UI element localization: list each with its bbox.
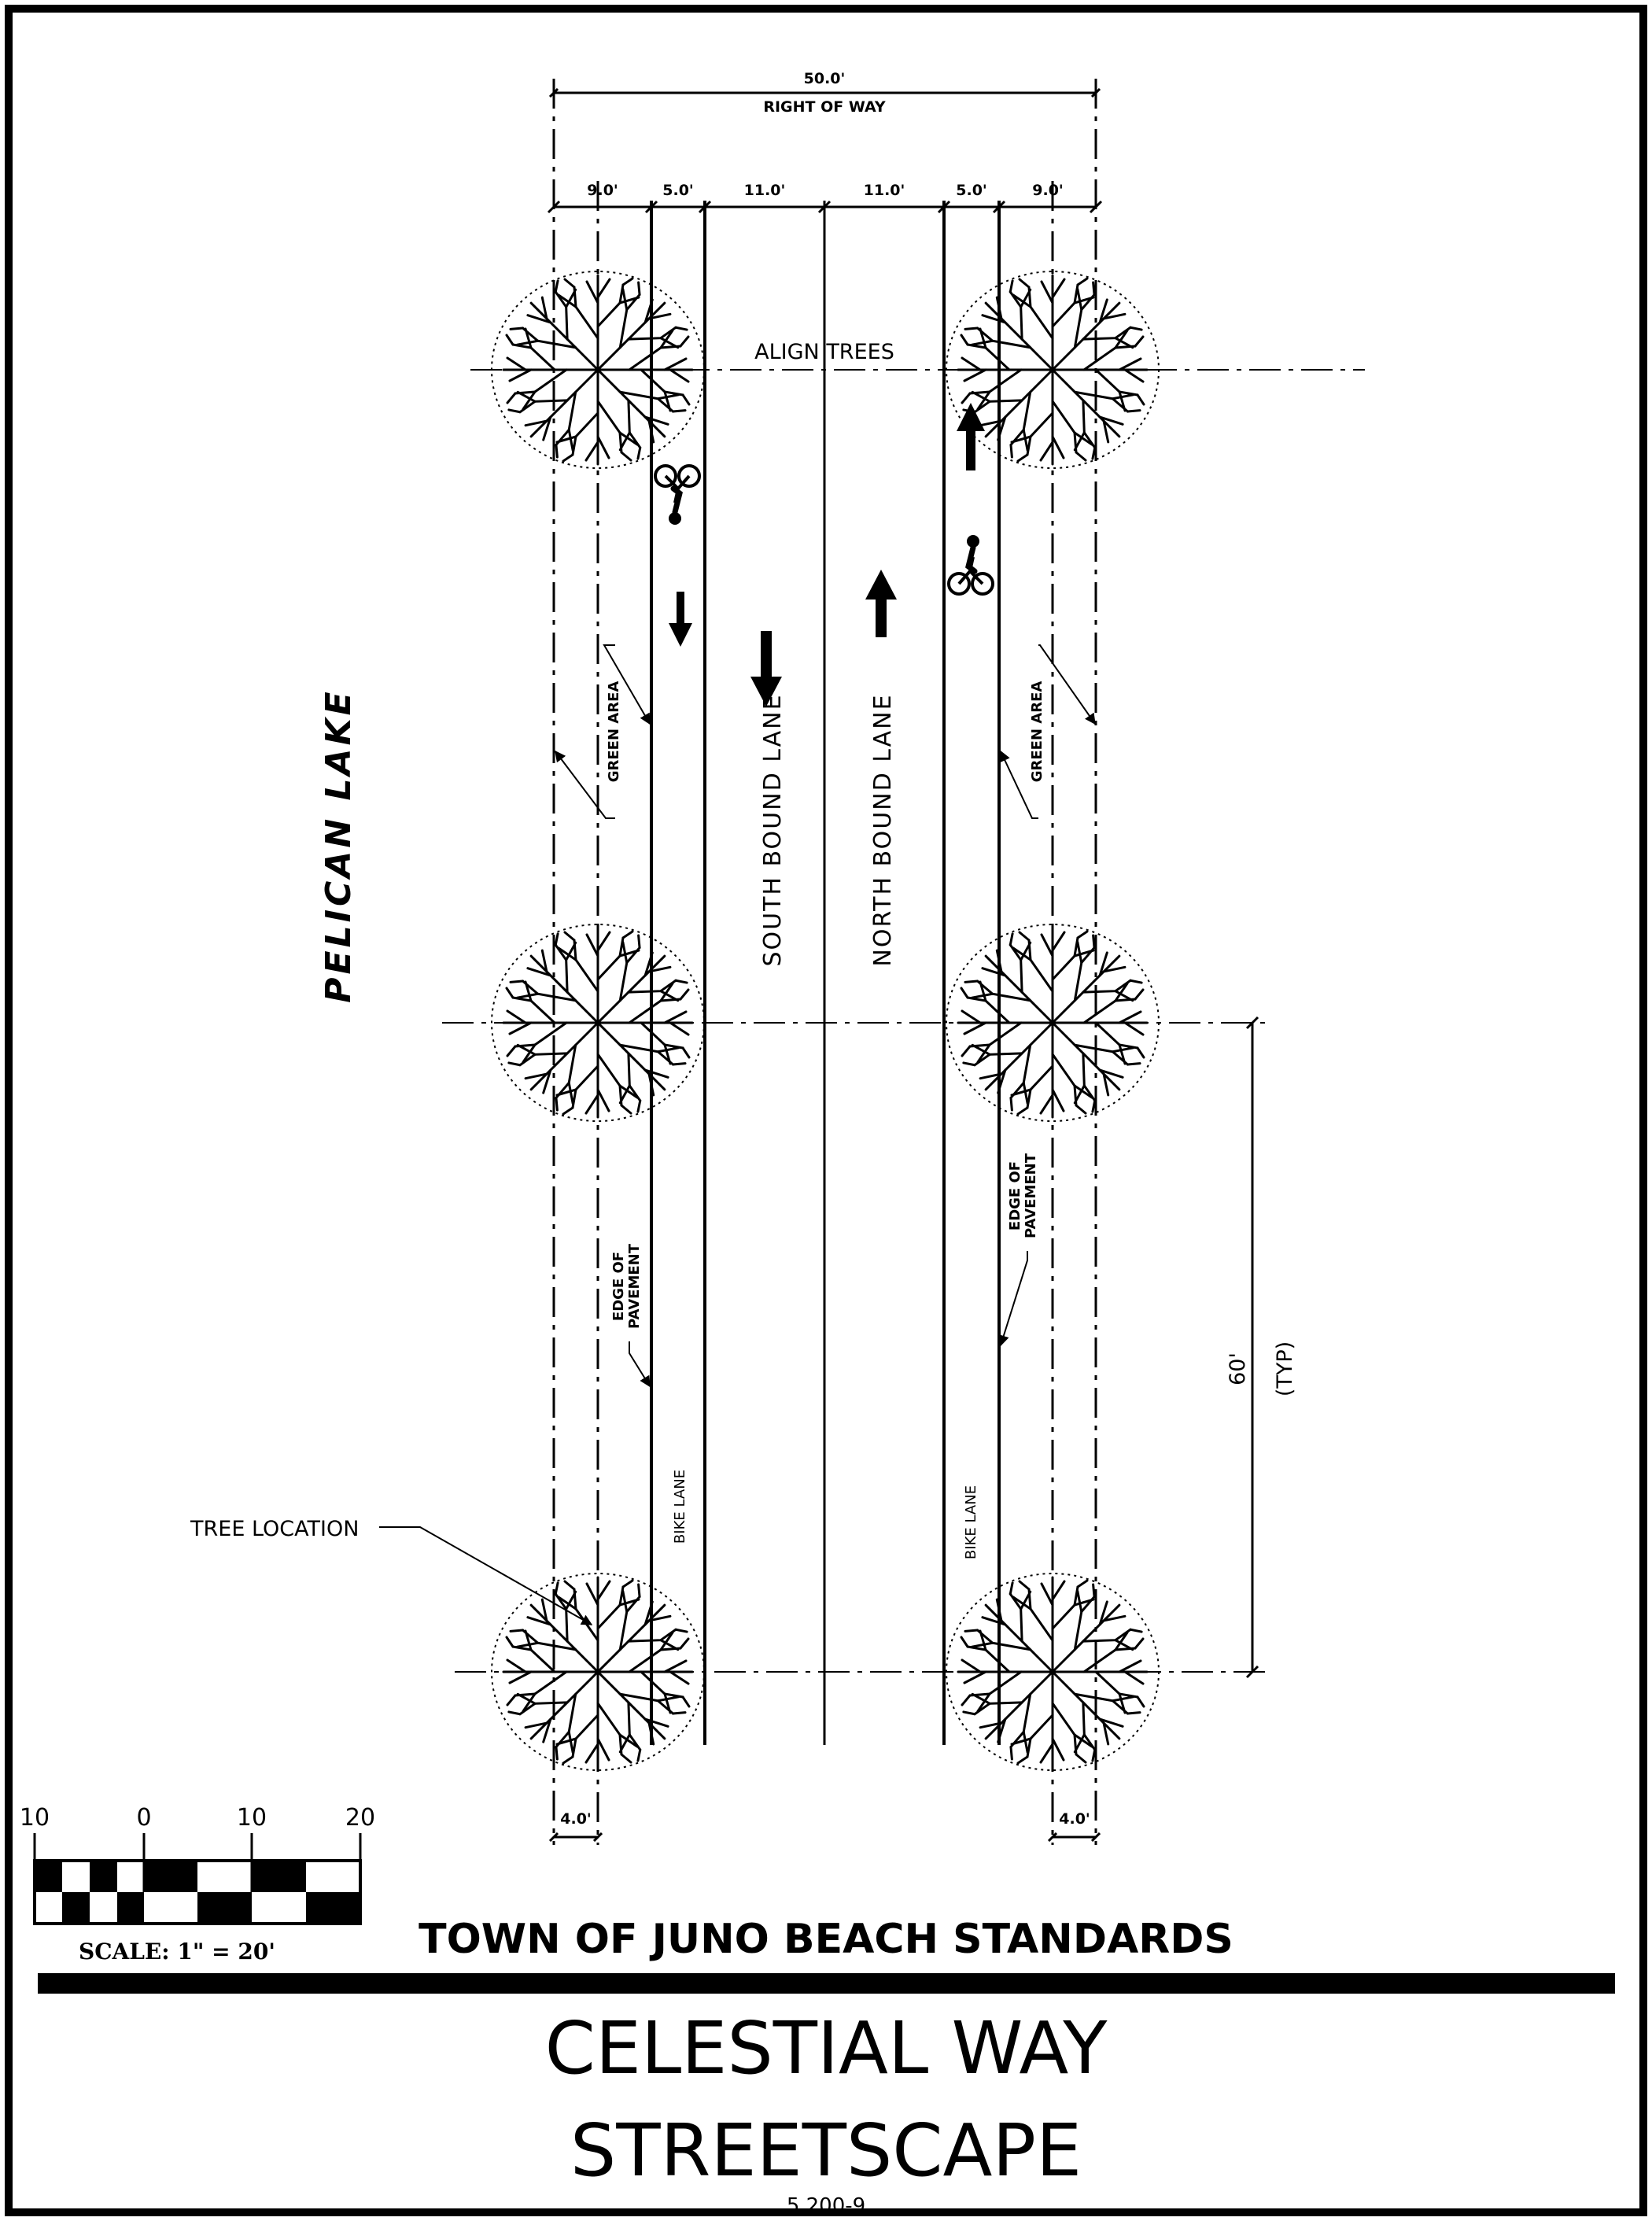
tree-icon [492, 271, 704, 468]
green-area-label-right: GREEN AREA [1029, 681, 1045, 783]
drawing-title-line2: STREETSCAPE [570, 2108, 1082, 2193]
tree-location-label: TREE LOCATION [190, 1517, 359, 1541]
bike-lane-label-right: BIKE LANE [963, 1485, 979, 1559]
width-bike-right: 5.0' [956, 182, 986, 199]
bicycle-icon [949, 535, 993, 594]
tree-icon [946, 1574, 1159, 1770]
tree-icon [946, 924, 1159, 1121]
scale-text: SCALE: 1" = 20' [79, 1939, 275, 1965]
arrow-down-icon [750, 631, 782, 707]
road-lines [442, 79, 1365, 1845]
tree-offset-left: 4.0' [560, 1810, 591, 1828]
tree-icon [492, 924, 704, 1121]
tree-icon [492, 1574, 704, 1770]
standards-header: TOWN OF JUNO BEACH STANDARDS [419, 1916, 1233, 1963]
tree-location-callout: TREE LOCATION [190, 1517, 593, 1625]
green-area-callouts: GREEN AREA GREEN AREA [555, 644, 1096, 819]
arrow-up-icon [865, 570, 897, 637]
scale-tick-20: 20 [345, 1804, 375, 1832]
tree-spacing-dimension: 60' (TYP) [1226, 1016, 1297, 1679]
north-bound-lane-label: NORTH BOUND LANE [869, 693, 897, 966]
title-block: TOWN OF JUNO BEACH STANDARDS CELESTIAL W… [38, 1916, 1615, 2218]
edge-of-pavement-left-1: EDGE OF [610, 1252, 627, 1321]
scale-tick-10: 10 [237, 1804, 267, 1832]
right-of-way-dimension: 50.0' RIGHT OF WAY [554, 70, 1096, 116]
width-green-left: 9.0' [587, 182, 618, 199]
edge-of-pavement-right-2: PAVEMENT [1023, 1153, 1039, 1238]
bicycle-icon [655, 466, 699, 525]
drawing-title-line1: CELESTIAL WAY [545, 2006, 1108, 2090]
edge-of-pavement-left-2: PAVEMENT [626, 1243, 643, 1329]
tree-offset-right: 4.0' [1059, 1810, 1090, 1828]
width-lane-north: 11.0' [864, 182, 905, 199]
tree-spacing-value: 60' [1226, 1352, 1250, 1385]
sheet-number: 5.200-9 [787, 2194, 865, 2218]
edge-of-pavement-callouts: EDGE OF PAVEMENT EDGE OF PAVEMENT [610, 1153, 1039, 1388]
right-of-way-value: 50.0' [804, 70, 846, 87]
south-bound-lane-label: SOUTH BOUND LANE [759, 693, 787, 966]
green-area-label-left: GREEN AREA [606, 681, 622, 783]
tree-icon [946, 271, 1159, 468]
right-of-way-label: RIGHT OF WAY [763, 98, 886, 116]
traffic-arrows [669, 403, 985, 707]
lake-label: PELICAN LAKE [319, 688, 359, 1002]
tree-offset-dimensions: 4.0' 4.0' [554, 1810, 1096, 1837]
title-divider [38, 1973, 1615, 1994]
width-lane-south: 11.0' [744, 182, 786, 199]
edge-of-pavement-right-1: EDGE OF [1007, 1161, 1023, 1230]
bike-lane-label-left: BIKE LANE [672, 1470, 688, 1544]
align-trees-label: ALIGN TREES [754, 340, 894, 364]
width-green-right: 9.0' [1032, 182, 1063, 199]
tree-spacing-note: (TYP) [1273, 1341, 1297, 1396]
width-bike-left: 5.0' [662, 182, 693, 199]
scale-tick-10-left: 10 [20, 1804, 50, 1832]
arrow-down-icon [669, 592, 692, 647]
scale-tick-0: 0 [136, 1804, 151, 1832]
sheet-border [5, 5, 1647, 2216]
scale-bar: 10 0 10 20 SCALE: 1" = 20' [20, 1804, 375, 1965]
section-width-dimensions: 9.0' 5.0' 11.0' 11.0' 5.0' 9.0' [547, 182, 1103, 214]
arrow-up-icon [957, 403, 985, 470]
